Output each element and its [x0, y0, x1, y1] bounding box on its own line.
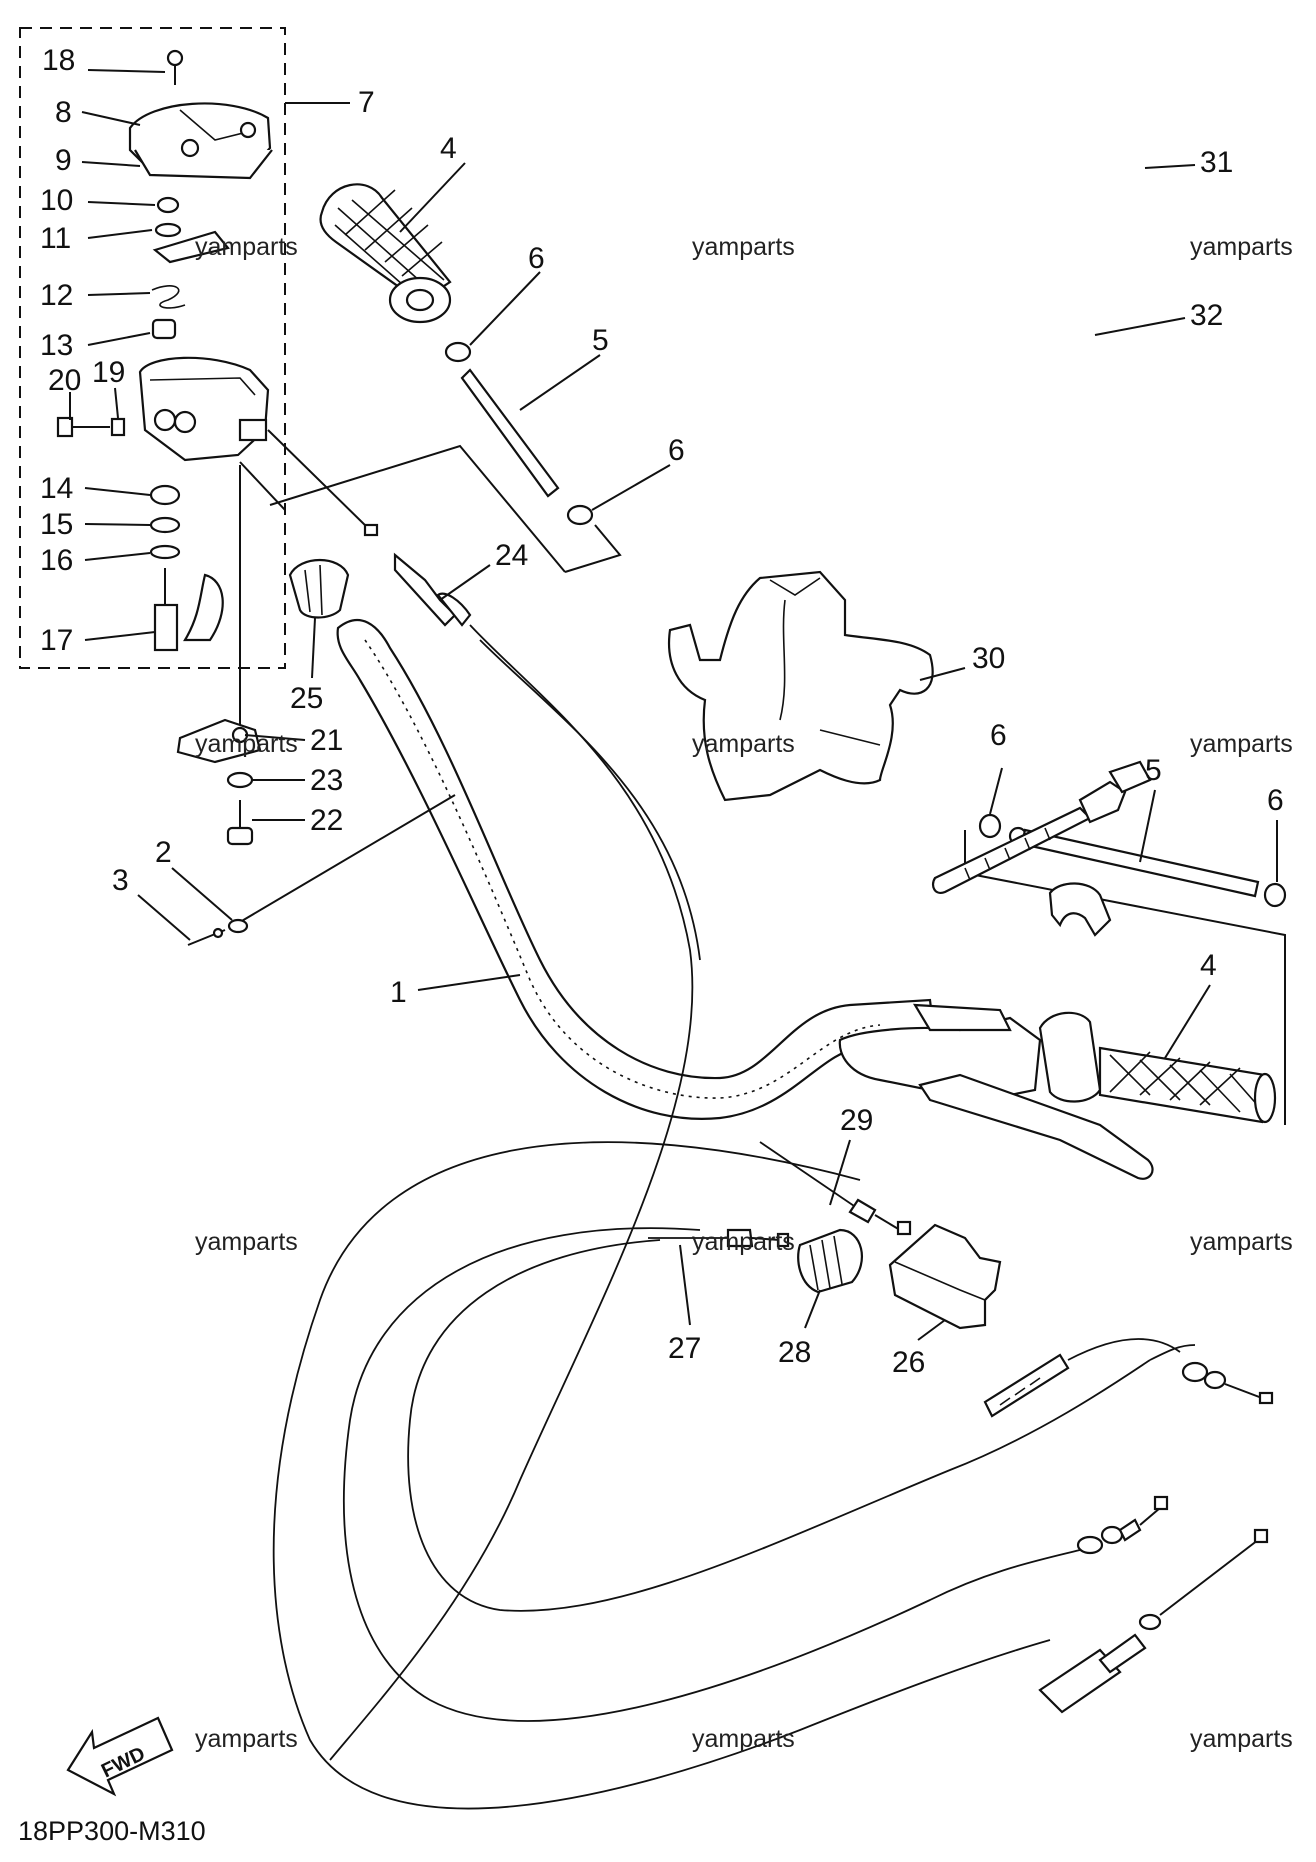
- cable-boot-25: [288, 558, 350, 619]
- left-grip: [319, 183, 452, 324]
- watermark: yamparts: [1190, 1228, 1293, 1256]
- watermark: yamparts: [195, 233, 298, 261]
- bushing-14: [149, 484, 181, 506]
- brake-cable-29: [759, 1141, 912, 1236]
- cable-loop-inner: [407, 1239, 1151, 1612]
- watermark: yamparts: [195, 730, 298, 758]
- callout-4-top: 4: [440, 132, 457, 165]
- watermark: yamparts: [1190, 730, 1293, 758]
- callout-27: 27: [668, 1332, 701, 1365]
- watermark: yamparts: [195, 1725, 298, 1753]
- cable-tie-31: [931, 760, 1152, 894]
- callout-29: 29: [840, 1104, 873, 1137]
- throttle-housing: [138, 356, 270, 462]
- cable-loop-outer: [272, 1141, 1051, 1810]
- lever-11: [152, 230, 230, 264]
- cable-end-middle: [1076, 1495, 1169, 1555]
- callout-28: 28: [778, 1336, 811, 1369]
- spring-12: [151, 285, 186, 309]
- throttle-tube-lower: [978, 813, 1287, 908]
- throttle-cover: [128, 102, 273, 180]
- callout-numbers: 18 8 9 10 11 12 13 20 19 14 15 16 17 7 2…: [40, 44, 1284, 1379]
- washer-15: [149, 516, 181, 534]
- cable-27: [648, 1228, 790, 1248]
- right-grip: [1038, 1011, 1277, 1124]
- washer-16: [149, 544, 181, 560]
- callout-12: 12: [40, 279, 73, 312]
- washer-23: [226, 771, 254, 789]
- callout-32: 32: [1190, 299, 1223, 332]
- assembly-group-box: [19, 27, 286, 669]
- pin-3: [187, 927, 226, 946]
- callout-25: 25: [290, 682, 323, 715]
- callout-21: 21: [310, 724, 343, 757]
- leader-lines: [69, 69, 1278, 1341]
- callout-30: 30: [972, 642, 1005, 675]
- washer-11: [154, 222, 182, 238]
- grommet-2: [227, 918, 249, 934]
- callout-2: 2: [155, 836, 172, 869]
- collar-13: [151, 318, 177, 340]
- callout-31: 31: [1200, 146, 1233, 179]
- bolt-22: [226, 800, 254, 846]
- callout-20: 20: [48, 364, 81, 397]
- callout-9: 9: [55, 144, 72, 177]
- clip-32: [1048, 882, 1112, 937]
- cable-end-lower: [1038, 1528, 1269, 1714]
- switch-cover-26: [888, 1223, 1002, 1330]
- callout-6-right-a: 6: [990, 719, 1007, 752]
- watermark: yamparts: [1190, 233, 1293, 261]
- watermark: yamparts: [1190, 1725, 1293, 1753]
- callout-6-right-b: 6: [1267, 784, 1284, 817]
- callout-4-right: 4: [1200, 949, 1217, 982]
- throttle-tube-upper: [444, 341, 594, 526]
- callout-7: 7: [358, 86, 375, 119]
- watermark: yamparts: [692, 1228, 795, 1256]
- handlebar-cover-30: [667, 570, 934, 802]
- adjuster-28: [797, 1228, 863, 1294]
- callout-5-right: 5: [1145, 754, 1162, 787]
- callout-1: 1: [390, 976, 407, 1009]
- callout-16: 16: [40, 544, 73, 577]
- lever-bracket: [838, 1003, 1154, 1180]
- throttle-lever-17: [153, 568, 224, 652]
- bolt-20: [56, 416, 126, 438]
- watermarks: yamparts yamparts yamparts yamparts yamp…: [195, 233, 1293, 1753]
- callout-5-top: 5: [592, 324, 609, 357]
- watermark: yamparts: [692, 233, 795, 261]
- callout-26: 26: [892, 1346, 925, 1379]
- cable-loop-middle: [343, 1227, 1081, 1722]
- callout-13: 13: [40, 329, 73, 362]
- callout-10: 10: [40, 184, 73, 217]
- callout-15: 15: [40, 508, 73, 541]
- callout-18: 18: [42, 44, 75, 77]
- callout-23: 23: [310, 764, 343, 797]
- watermark: yamparts: [692, 730, 795, 758]
- callout-19: 19: [92, 356, 125, 389]
- screw-18: [166, 49, 184, 85]
- watermark: yamparts: [692, 1725, 795, 1753]
- diagram-code: 18PP300-M310: [18, 1816, 206, 1846]
- callout-17: 17: [40, 624, 73, 657]
- callout-24: 24: [495, 539, 528, 572]
- throttle-cable: [267, 429, 701, 1761]
- callout-22: 22: [310, 804, 343, 837]
- nut-10: [156, 196, 180, 214]
- cable-end-upper: [983, 1338, 1274, 1418]
- callout-14: 14: [40, 472, 73, 505]
- callout-6-top: 6: [528, 242, 545, 275]
- callout-6-mid: 6: [668, 434, 685, 467]
- fwd-arrow-icon: FWD: [66, 1716, 174, 1797]
- callout-3: 3: [112, 864, 129, 897]
- callout-8: 8: [55, 96, 72, 129]
- callout-11: 11: [40, 222, 71, 255]
- watermark: yamparts: [195, 1228, 298, 1256]
